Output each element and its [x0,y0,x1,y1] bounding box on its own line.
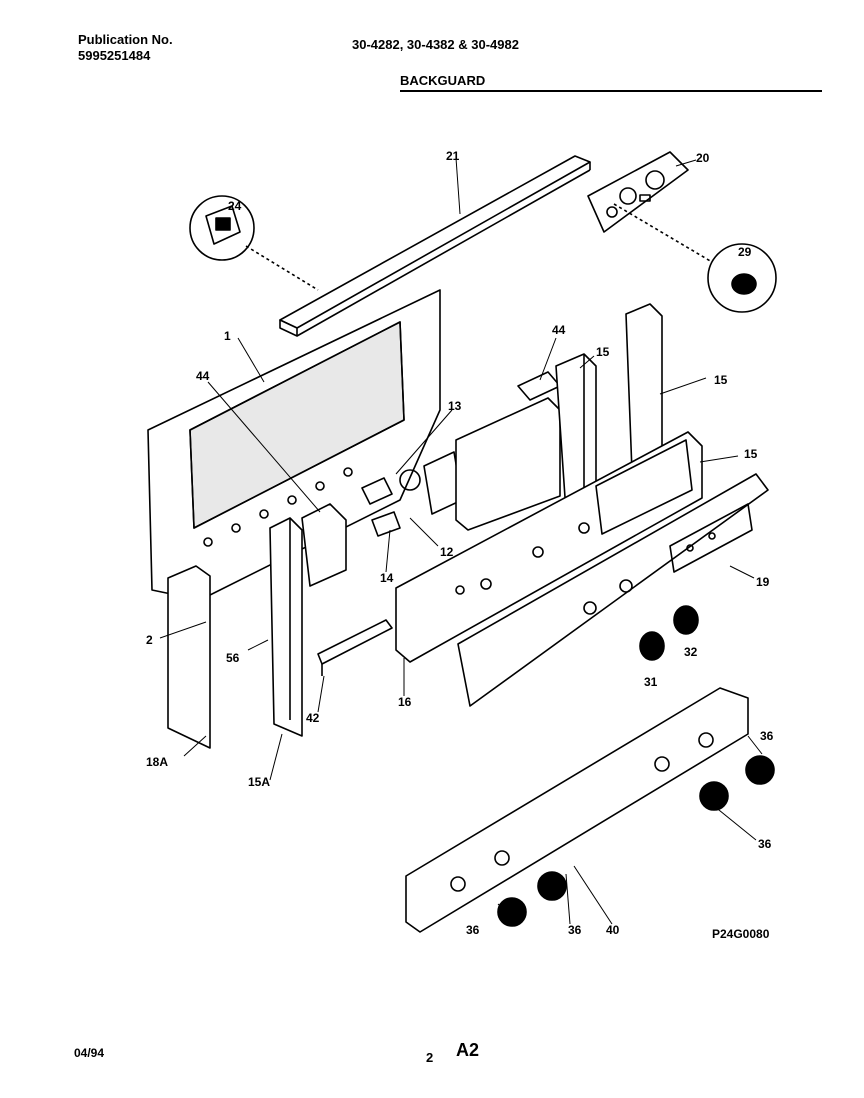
part-36-knob-1 [497,897,527,927]
callout-24: 24 [228,199,242,213]
figure-code: P24G0080 [712,927,770,941]
title-rule [400,90,822,92]
callout-29: 29 [738,245,752,259]
part-36-knob-4 [745,755,775,785]
part-1-back-panel [147,289,441,601]
callout-15-side: 15 [714,373,728,387]
callout-20: 20 [696,151,710,165]
part-36-knob-3 [699,781,729,811]
callout-42: 42 [306,711,320,725]
part-15-right-bracket [555,353,597,513]
part-29-knob-inset [613,203,777,313]
callout-15-panel: 15 [744,447,758,461]
callout-40: 40 [606,923,620,937]
callout-12: 12 [440,545,454,559]
callout-14: 14 [380,571,394,585]
callout-32: 32 [684,645,698,659]
callout-1: 1 [224,329,231,343]
leader-lines [159,157,763,925]
part-40-lower-trim [405,687,749,933]
footer-date: 04/94 [74,1046,105,1060]
callout-44-right: 44 [552,323,566,337]
part-32-knob [673,605,699,635]
callout-44-left: 44 [196,369,210,383]
callout-31: 31 [644,675,658,689]
part-18a-left-side [167,565,211,749]
callout-13: 13 [448,399,462,413]
part-13-infinite-switch [361,451,463,515]
publication-label: Publication No. [78,32,173,47]
part-19-panel-overlay [457,473,769,707]
part-24-switch-inset [189,195,319,291]
part-36-knob-2 [537,871,567,901]
part-15a-left-bracket [269,517,303,737]
callout-15a: 15A [248,775,270,789]
part-20-clock-module [587,151,689,233]
callout-36-mid: 36 [568,923,582,937]
footer-page-number: 2 [426,1050,434,1065]
callout-16: 16 [398,695,412,709]
callout-56: 56 [226,651,240,665]
console-housing [455,397,561,531]
part-44-bracket-right [517,371,561,401]
callout-19: 19 [756,575,770,589]
callout-36-left: 36 [466,923,480,937]
part-21-top-trim [279,155,591,337]
footer-page-code: A2 [456,1040,480,1060]
part-44-bracket-left [301,503,347,587]
section-title: BACKGUARD [400,73,486,88]
part-31-knob [639,631,665,661]
callout-2: 2 [146,633,153,647]
callout-36-right: 36 [758,837,772,851]
callout-15: 15 [596,345,610,359]
publication-number: 5995251484 [78,48,151,63]
callout-18a: 18A [146,755,168,769]
callout-21: 21 [446,149,460,163]
part-14-terminal [371,511,401,537]
part-16-control-panel [395,431,703,663]
callout-36-top: 36 [760,729,774,743]
model-numbers: 30-4282, 30-4382 & 30-4982 [352,37,519,52]
part-42-rail [317,619,393,676]
part-18-right-side [625,303,663,473]
